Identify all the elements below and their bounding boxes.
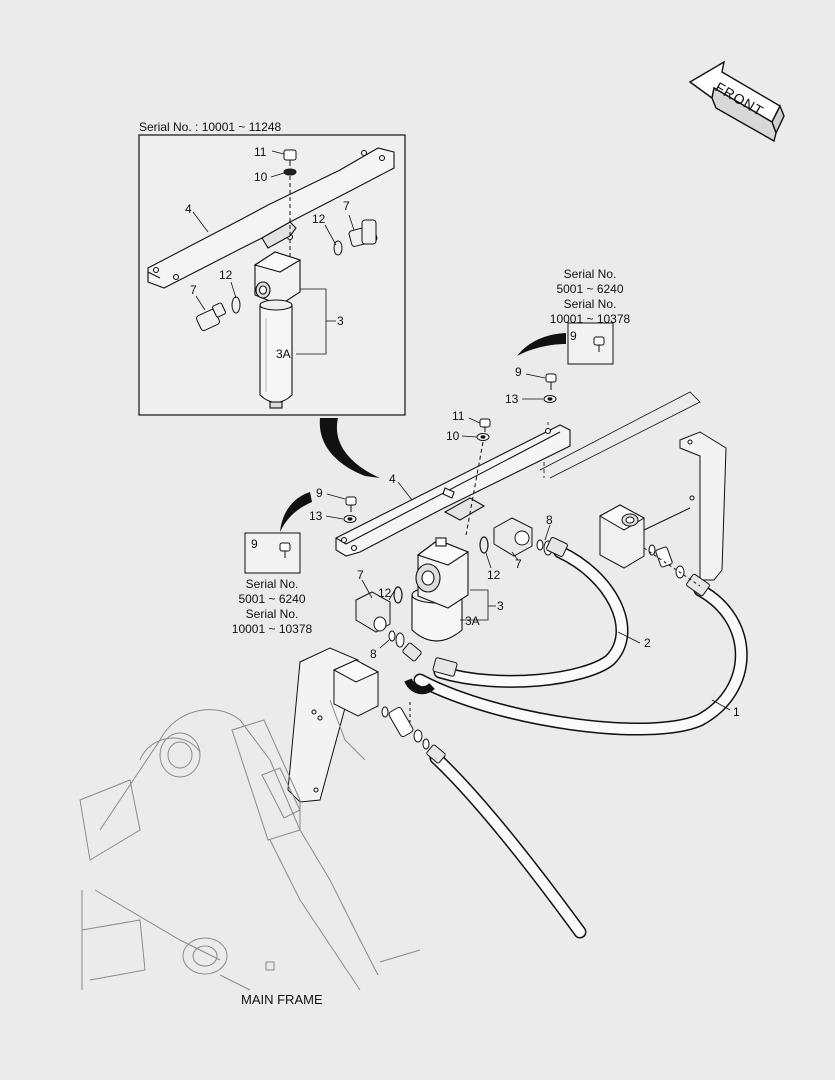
serial-left-line-1: Serial No.: [245, 577, 299, 591]
main-filter: [411, 537, 470, 642]
callout-right-9: 9: [515, 365, 522, 379]
main-leaders: [325, 373, 731, 711]
callout-inset-3: 3: [337, 314, 344, 328]
inset-bolt: [283, 149, 297, 258]
inset-fitting-left: [196, 296, 241, 331]
hose-ends: [402, 537, 710, 764]
swoosh-serial-right: [517, 333, 566, 356]
callout-hose-2: 2: [644, 636, 651, 650]
callout-inset-7-left: 7: [190, 283, 197, 297]
serial-left-line-4: 10001 ~ 10378: [231, 622, 313, 636]
callout-main-7-left: 7: [357, 568, 364, 582]
callout-inset-10: 10: [254, 170, 268, 184]
callout-main-3a: 3A: [465, 614, 480, 628]
callout-main-3: 3: [497, 599, 504, 613]
callout-left-9: 9: [316, 486, 323, 500]
callout-main-10: 10: [446, 429, 460, 443]
callout-box-left-9: 9: [251, 537, 258, 551]
callout-main-8-left: 8: [370, 647, 377, 661]
callout-right-13: 13: [505, 392, 519, 406]
main-frame-outline: [79, 699, 421, 991]
callout-inset-3a: 3A: [276, 347, 291, 361]
valve-fittings: [643, 544, 701, 587]
callout-main-11: 11: [452, 409, 465, 423]
inset-leaders: [192, 150, 355, 355]
inset-title: Serial No. : 10001 ~ 11248: [139, 120, 282, 134]
valve-block: [598, 504, 691, 569]
callout-inset-12-left: 12: [219, 268, 233, 282]
callout-main-4: 4: [389, 472, 396, 486]
swoosh-inset-to-main: [319, 418, 380, 478]
serial-right-line-1: Serial No.: [563, 267, 617, 281]
serial-right-line-3: Serial No.: [563, 297, 617, 311]
swoosh-serial-left: [280, 492, 312, 532]
callout-inset-7-right: 7: [343, 199, 350, 213]
serial-left-line-2: 5001 ~ 6240: [238, 592, 306, 606]
hoses: [413, 545, 748, 939]
callout-inset-4: 4: [185, 202, 192, 216]
serial-left-line-3: Serial No.: [245, 607, 299, 621]
inset-bracket: [147, 147, 395, 289]
bracket-right: [679, 431, 727, 581]
serial-block-right: Serial No. 5001 ~ 6240 Serial No. 10001 …: [545, 267, 635, 327]
o-rings: [393, 536, 489, 604]
inset-fitting-right: [333, 219, 378, 256]
serial-block-left: Serial No. 5001 ~ 6240 Serial No. 10001 …: [222, 577, 322, 637]
main-frame-caption: MAIN FRAME: [241, 992, 323, 1007]
front-arrow-icon: [688, 60, 785, 143]
serial-box-right: [567, 322, 614, 365]
callout-hose-1: 1: [733, 705, 740, 719]
left-fittings: [381, 702, 430, 750]
callout-main-8-right: 8: [546, 513, 553, 527]
serial-box-left: [244, 532, 301, 574]
bracket-left: [287, 647, 380, 803]
inset-filter: [253, 251, 302, 409]
callout-inset-11: 11: [254, 145, 267, 159]
callout-left-13: 13: [309, 509, 323, 523]
main-hardware: [343, 373, 557, 536]
callout-main-12-left: 12: [378, 586, 392, 600]
main-bracket: [335, 424, 571, 557]
serial-right-line-4: 10001 ~ 10378: [549, 312, 631, 326]
callout-box-right-9: 9: [570, 329, 577, 343]
callout-inset-12-right: 12: [312, 212, 326, 226]
callout-main-7-right: 7: [515, 557, 522, 571]
serial-right-line-2: 5001 ~ 6240: [556, 282, 624, 296]
elbow-fittings: [355, 517, 533, 633]
callout-main-12-right: 12: [487, 568, 501, 582]
